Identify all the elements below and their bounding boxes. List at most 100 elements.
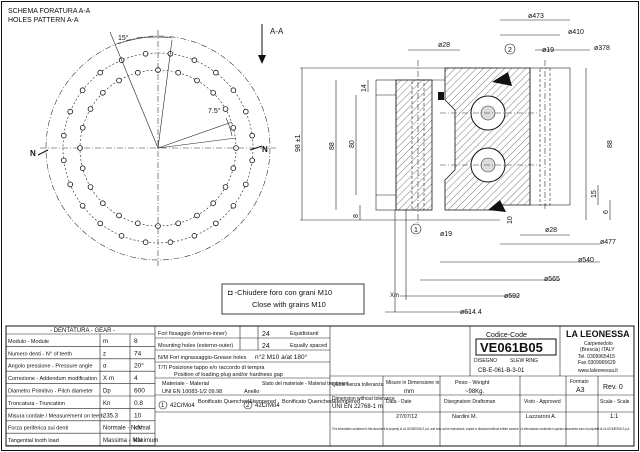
holes-r2-label: Mounting holes (esterno-outer) bbox=[158, 343, 233, 349]
designer-value: Nardini M. bbox=[452, 414, 478, 420]
rev-value: Rev. 0 bbox=[603, 384, 623, 391]
approved-value: Lazzaroni A. bbox=[526, 414, 557, 420]
gear-row-label: Diametro Primitivo - Pitch diameter bbox=[8, 389, 93, 395]
scale-value: 1:1 bbox=[610, 414, 619, 420]
outer-hole bbox=[243, 108, 249, 115]
holes-r2-note: Equally spaced bbox=[290, 343, 327, 349]
gear-row-label: Troncatura - Truncation bbox=[8, 401, 65, 407]
info-table: Quote senza tolleranza Dimension without… bbox=[330, 375, 634, 446]
units-value: mm bbox=[404, 389, 414, 395]
dim-d28-top: ø28 bbox=[438, 42, 450, 49]
gear-table-title: - DENTATURA - GEAR - bbox=[50, 328, 115, 334]
dim-8: 8 bbox=[353, 214, 360, 218]
dim-10: 10 bbox=[507, 216, 514, 224]
inner-hole bbox=[222, 106, 229, 112]
gear-row-value: 4 bbox=[134, 375, 138, 382]
note-line-2: Close with grains M10 bbox=[252, 300, 326, 309]
outer-hole bbox=[60, 157, 67, 164]
dim-d28-bottom: ø28 bbox=[545, 227, 557, 234]
gear-row-label: Misura cordale / Measurement on teeth bbox=[8, 413, 104, 419]
outer-hole bbox=[97, 220, 103, 227]
mark-n-left: N bbox=[30, 149, 36, 158]
company-tel: Tel. 0309965415 bbox=[578, 354, 615, 360]
mat-header: Materiale - Material bbox=[162, 381, 209, 387]
dim-d19-top: ø19 bbox=[542, 47, 554, 54]
inner-hole bbox=[87, 184, 94, 190]
inner-hole bbox=[135, 220, 141, 227]
gear-row-symbol: Dp bbox=[103, 389, 111, 395]
section-marker: A-A bbox=[258, 24, 284, 64]
outer-hole bbox=[142, 50, 149, 57]
inner-hole-group bbox=[77, 67, 239, 229]
inner-hole bbox=[210, 90, 217, 96]
gear-row-label: Correzione - Addendum modification bbox=[8, 376, 97, 382]
dim-d540: ø540 bbox=[578, 257, 594, 264]
scale-label: Scala - Scale bbox=[600, 399, 630, 405]
dim-14: 14 bbox=[361, 84, 368, 92]
inner-hole bbox=[100, 90, 106, 96]
ring-label: Anello bbox=[244, 389, 259, 395]
mark-n-right: N bbox=[262, 145, 268, 154]
code-label: Codice-Code bbox=[486, 332, 527, 339]
dim-d565: ø565 bbox=[544, 276, 560, 283]
outer-hole bbox=[97, 69, 103, 76]
inner-hole bbox=[230, 165, 237, 172]
gear-row-symbol: α bbox=[103, 364, 107, 370]
dim-d614: ø614.4 bbox=[460, 309, 482, 316]
tol-label-en: Dimension without tolerance bbox=[332, 396, 395, 402]
note-line-1: ◘ -Chiudere foro con grani M10 bbox=[228, 288, 332, 297]
mat-item-2: 2 bbox=[246, 403, 250, 409]
company-logo: LA LEONESSA bbox=[566, 329, 630, 339]
gear-row-symbol: z bbox=[103, 351, 106, 357]
inner-hole bbox=[175, 220, 182, 227]
gear-row-label: Forza periferica sui denti bbox=[8, 426, 68, 432]
approved-label: Visto - Approved bbox=[524, 399, 561, 405]
dim-d477: ø477 bbox=[600, 239, 616, 246]
dim-6: 6 bbox=[603, 210, 610, 214]
holes-r1-label: Fori fissaggio (interno-inner) bbox=[158, 331, 227, 337]
mat-standard: UNI EN 10083-1/2 09.98 bbox=[162, 389, 222, 395]
inner-hole bbox=[175, 69, 182, 76]
gear-row-value: 20° bbox=[134, 362, 144, 370]
gear-row-symbol: X·m bbox=[103, 376, 114, 382]
holes-r4-label: T/Ti Posizione tappo e/o raccordo di tem… bbox=[158, 365, 265, 371]
outer-hole-group bbox=[60, 50, 256, 246]
outer-hole bbox=[191, 233, 198, 239]
company-fax: Fax 0309965629 bbox=[578, 360, 616, 366]
designer-label: Disegnatore Draftsman bbox=[444, 399, 496, 405]
outer-hole bbox=[191, 57, 198, 63]
inner-hole bbox=[222, 184, 229, 190]
inner-hole bbox=[194, 212, 200, 219]
dim-d473: ø473 bbox=[528, 13, 544, 20]
gear-row-symbol: 235.3 bbox=[103, 413, 119, 419]
inner-hole bbox=[135, 69, 141, 76]
outer-hole bbox=[118, 233, 125, 239]
outer-hole bbox=[213, 220, 219, 227]
inner-hole bbox=[116, 212, 122, 219]
holes-r4-label2: Position of loading plug and/or hardness… bbox=[174, 372, 283, 378]
dim-d592: ø592 bbox=[504, 293, 520, 300]
note-box: ◘ -Chiudere foro con grani M10 Close wit… bbox=[221, 283, 365, 315]
format-label: Formato bbox=[570, 379, 589, 385]
gear-row-symbol: m bbox=[103, 339, 108, 345]
gear-row-value: 8 bbox=[134, 338, 138, 345]
tol-standard: UNI EN 22768-1 m bbox=[332, 404, 383, 410]
inner-hole bbox=[79, 165, 86, 172]
inner-hole bbox=[230, 125, 237, 131]
outer-hole bbox=[249, 132, 256, 139]
outer-hole bbox=[249, 157, 256, 164]
gear-row-symbol: Massima - Maximum bbox=[103, 438, 158, 444]
dim-88-left: 88 bbox=[329, 142, 336, 150]
callout-1: 1 bbox=[414, 227, 418, 234]
code-block: Codice-Code VE061B05 DISEGNO SLEW RING C… bbox=[469, 326, 630, 376]
treat-2: Bonificato Quenched&tempered bbox=[282, 399, 360, 405]
gear-row-label: Numero denti - N° of teeth bbox=[8, 351, 72, 357]
gear-row-value: 74 bbox=[134, 350, 142, 357]
holes-r2-val: 24 bbox=[262, 343, 270, 350]
holes-r1-val: 24 bbox=[262, 331, 270, 338]
pattern-title-it: SCHEMA FORATURA A-A bbox=[8, 8, 91, 15]
mat-2: 42CrMo4 bbox=[255, 403, 280, 409]
holes-pattern-view: 15° 7.5° N N bbox=[30, 30, 276, 266]
gear-row-label: Modulo - Module bbox=[8, 339, 49, 345]
dim-xm: Xm bbox=[390, 293, 399, 299]
